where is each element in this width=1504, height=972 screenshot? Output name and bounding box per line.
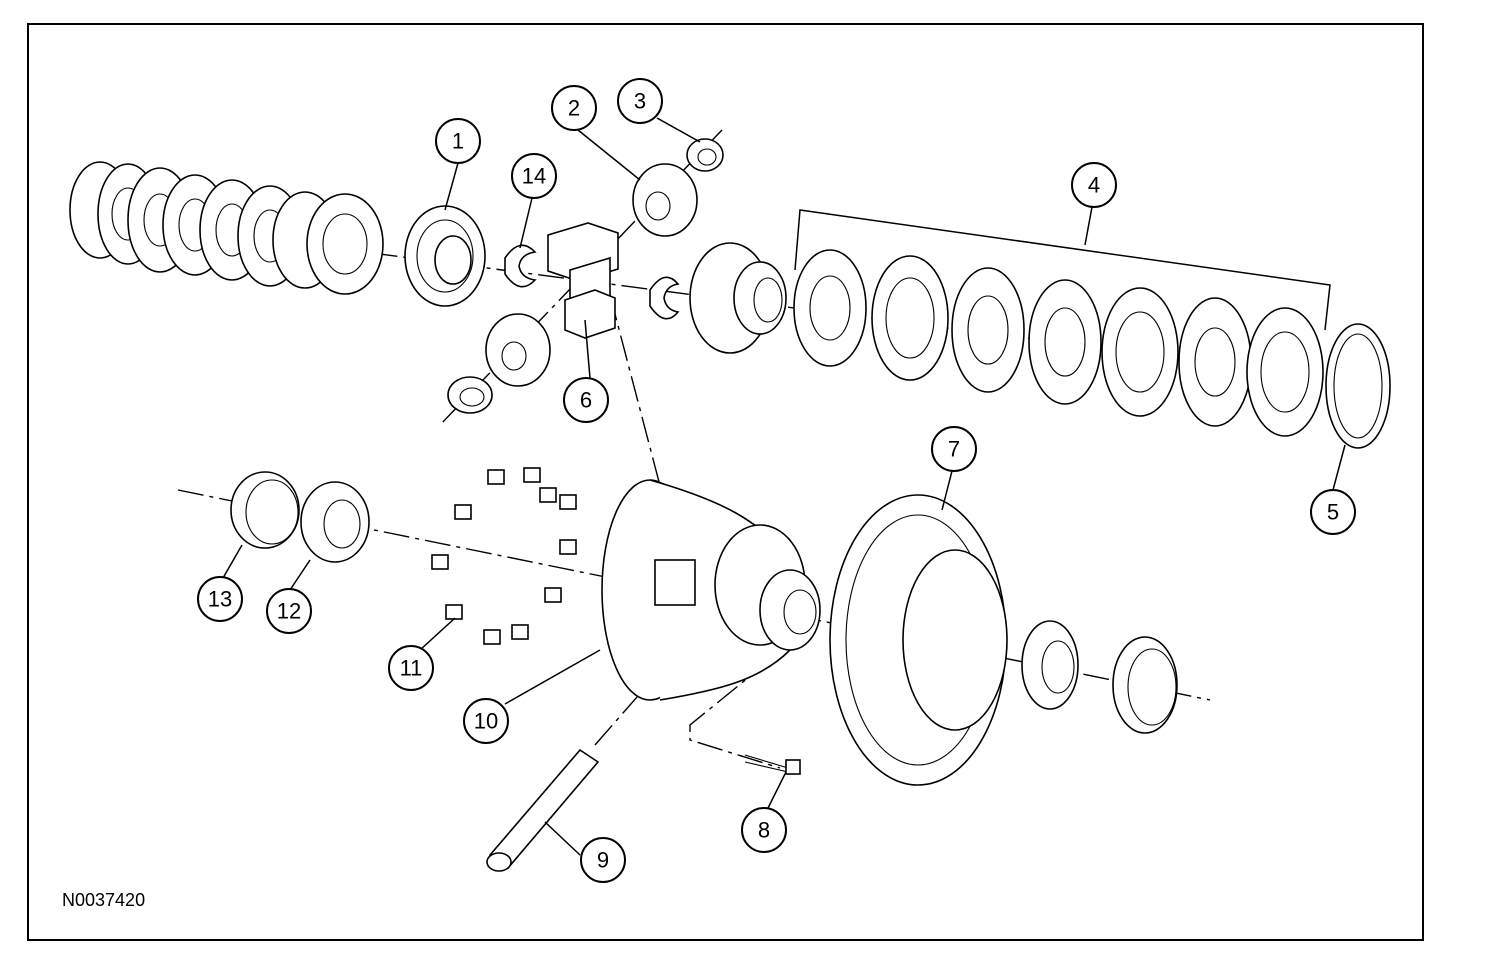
callout-4: 4: [1071, 162, 1117, 208]
callout-3-label: 3: [634, 89, 646, 114]
thrust-washer-14-part: [504, 244, 537, 288]
callout-11-label: 11: [400, 656, 423, 681]
callout-9-label: 9: [597, 848, 609, 873]
bolt-axis: [689, 659, 781, 769]
callout-8: 8: [741, 807, 787, 853]
leader-lines: [222, 117, 1346, 856]
callout-3: 3: [617, 78, 663, 124]
callout-5-label: 5: [1327, 500, 1339, 525]
left-bearing-cone: [300, 481, 370, 563]
callout-14-label: 14: [522, 164, 546, 189]
upper-pinion-washer: [686, 138, 724, 172]
callout-13-label: 13: [208, 587, 232, 612]
callout-5: 5: [1310, 489, 1356, 535]
pinion-shaft: [486, 748, 600, 872]
left-side-gear: [404, 205, 486, 307]
callout-8-label: 8: [758, 818, 770, 843]
callout-11: 11: [388, 645, 434, 691]
callout-4-label: 4: [1088, 173, 1100, 198]
ring-gear: [829, 494, 1008, 786]
diagram-frame: [27, 23, 1424, 941]
left-bearing-cup: [230, 471, 300, 549]
callout-12: 12: [266, 588, 312, 634]
callout-10: 10: [463, 698, 509, 744]
callout-7-label: 7: [948, 437, 960, 462]
lower-pinion-washer: [447, 376, 493, 414]
callout-7: 7: [931, 426, 977, 472]
right-side-gear: [689, 242, 787, 354]
callout-6-label: 6: [580, 388, 592, 413]
pinion-shaft-axis: [439, 129, 723, 426]
callout-9: 9: [580, 837, 626, 883]
right-thrust-washer: [649, 276, 680, 320]
left-clutch-pack: [69, 161, 384, 295]
figure-id: N0037420: [62, 890, 146, 910]
lock-bolt: [744, 754, 801, 775]
callout-1: 1: [435, 118, 481, 164]
callout-2: 2: [551, 85, 597, 131]
differential-case: [601, 479, 821, 701]
right-bearing-cone: [1021, 620, 1079, 710]
callout-14: 14: [511, 153, 557, 199]
callout-6: 6: [563, 377, 609, 423]
ring-gear-bolts: [431, 467, 577, 645]
right-bearing-cup: [1112, 636, 1178, 734]
callout-1-label: 1: [452, 129, 464, 154]
upper-pinion-gear: [632, 163, 698, 237]
lower-pinion-gear: [485, 313, 551, 387]
callout-12-label: 12: [277, 599, 301, 624]
callout-10-label: 10: [474, 709, 498, 734]
callout-13: 13: [197, 576, 243, 622]
cross-block: [547, 222, 619, 339]
callout-2-label: 2: [568, 96, 580, 121]
right-clutch-pack: [793, 249, 1324, 437]
clutch-shim: [1325, 323, 1391, 449]
clutch-pack-bracket: [794, 209, 1331, 331]
